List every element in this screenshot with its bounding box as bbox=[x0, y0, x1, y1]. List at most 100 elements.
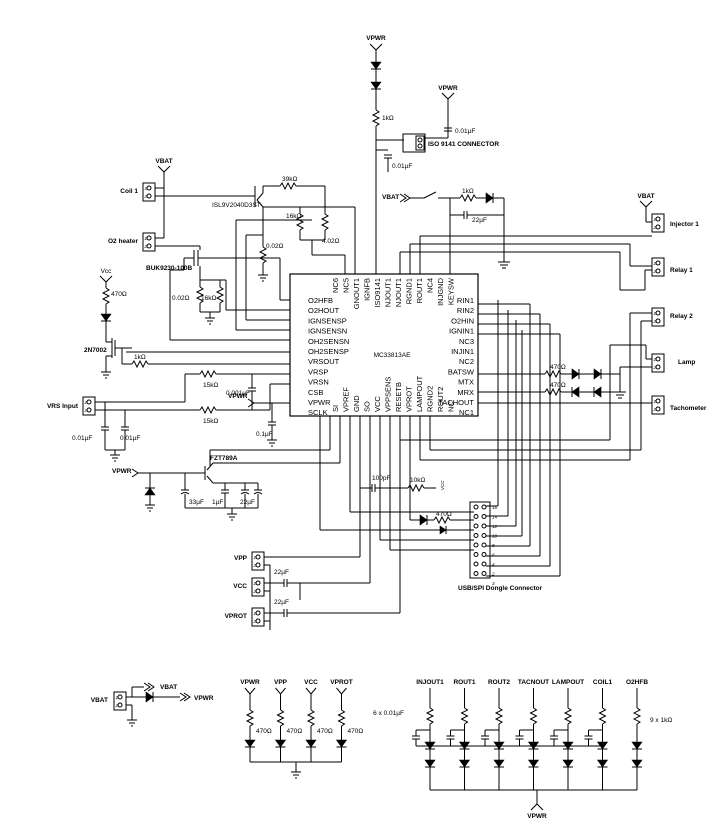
ic-pin-mrx: MRX bbox=[457, 388, 474, 397]
led-vcc bbox=[100, 313, 112, 322]
cap-array-label: 6 x 0.01µF bbox=[373, 710, 404, 717]
n2n7002-part-label: 2N7002 bbox=[84, 347, 107, 354]
led-mtx-1 bbox=[571, 368, 580, 380]
ic-pin-ignfb: IGNFB bbox=[363, 278, 372, 301]
ic-pin-vrsn: VRSN bbox=[308, 378, 329, 387]
r-470-mtx bbox=[544, 369, 562, 379]
output-led-resistor bbox=[494, 707, 504, 725]
output-led bbox=[631, 741, 643, 750]
dongle-pin bbox=[481, 523, 487, 529]
dongle-pin bbox=[473, 561, 479, 567]
ic-pin-sclk: SCLK bbox=[308, 408, 328, 417]
r-470-vcc bbox=[101, 287, 111, 305]
vcc-small-label: Vcc bbox=[101, 268, 113, 275]
led-dongle bbox=[419, 514, 428, 526]
svg-text:470Ω: 470Ω bbox=[436, 511, 452, 518]
ic-pin-mtx: MTX bbox=[458, 378, 474, 387]
usb-spi-label: USB/SPI Dongle Connector bbox=[458, 585, 543, 592]
dongle-pin bbox=[481, 552, 487, 557]
ic-pin-rout1: ROUT1 bbox=[415, 278, 424, 303]
right-connectors: VBAT Injector 1 Relay 1 Relay 2 bbox=[399, 193, 707, 577]
dongle-pin bbox=[481, 561, 487, 567]
ic-pin-njout1: NJOUT1 bbox=[394, 278, 403, 307]
ic-pin-oh2sensp: OH2SENSP bbox=[308, 347, 349, 356]
output-led bbox=[458, 759, 471, 768]
dongle-pin bbox=[481, 571, 487, 576]
supply-led bbox=[244, 739, 256, 748]
output-led-label: COIL1 bbox=[593, 679, 613, 686]
svg-text:22µF: 22µF bbox=[274, 599, 289, 606]
vpwr-bottom-label: VPWR bbox=[194, 695, 214, 702]
dongle-pin-number: 2 bbox=[491, 572, 495, 577]
vbat-conn-label: VBAT bbox=[91, 697, 108, 704]
relay1-connector bbox=[651, 257, 665, 277]
coil1-label: Coil 1 bbox=[120, 188, 138, 195]
supply-led-resistor-label: 470Ω bbox=[256, 728, 272, 735]
output-led bbox=[631, 759, 643, 768]
r-16k-a bbox=[295, 213, 305, 231]
dongle-pin bbox=[481, 504, 487, 510]
vpwr-top-arrow bbox=[369, 43, 383, 51]
r-39k bbox=[279, 181, 297, 191]
relay1-label: Relay 1 bbox=[670, 267, 693, 274]
key-switch bbox=[423, 191, 437, 199]
injector1-connector bbox=[651, 213, 665, 233]
vrs-input-label: VRS Input bbox=[47, 403, 79, 410]
ic-pin-oh2sensn: OH2SENSN bbox=[308, 337, 349, 346]
supply-led-label: VPWR bbox=[240, 679, 260, 686]
ic-pin-rin2: RIN2 bbox=[457, 306, 474, 315]
connector-pin-1: 1 bbox=[654, 261, 657, 266]
r-39k-label: 39kΩ bbox=[282, 176, 297, 183]
svg-text:0.01µF: 0.01µF bbox=[120, 435, 140, 442]
vpwr-mid-label: VPWR bbox=[228, 393, 248, 400]
lamp-label: Lamp bbox=[678, 359, 695, 366]
dongle-pin bbox=[473, 542, 479, 548]
r-470-mrx bbox=[544, 387, 562, 397]
ic-pin-iso9141: ISO9141 bbox=[373, 278, 382, 308]
ic-pin-nc5: NC5 bbox=[342, 278, 351, 293]
dongle-pin-number: 3 bbox=[492, 581, 495, 586]
o2-heater-label: O2 heater bbox=[108, 238, 138, 245]
dongle-pin bbox=[473, 523, 479, 529]
dongle-pin bbox=[473, 571, 479, 576]
ic-pin-ignsensn: IGNSENSN bbox=[308, 327, 347, 336]
vrs-input-section: VRS Input 0.01µF 0.01µF 15kΩ 15kΩ 0.001µ bbox=[47, 369, 290, 462]
svg-text:0.1µF: 0.1µF bbox=[256, 431, 273, 438]
ic-pin-vcc: VCC bbox=[373, 396, 382, 412]
diode-top-2 bbox=[370, 81, 382, 90]
led-top-1 bbox=[370, 61, 382, 70]
ic-body bbox=[289, 273, 479, 417]
ic-pin-nc2: NC2 bbox=[459, 357, 474, 366]
zener-fzt bbox=[144, 487, 156, 496]
svg-text:1kΩ: 1kΩ bbox=[462, 188, 474, 195]
ic-pin-gnout1: GNOUT1 bbox=[352, 278, 361, 309]
output-led-resistor bbox=[632, 707, 642, 725]
supply-led-resistor bbox=[245, 709, 255, 727]
supply-led-resistor bbox=[276, 709, 285, 727]
connector-pin-2: 2 bbox=[253, 563, 257, 568]
ic-pin-vppsens: VPPSENS bbox=[384, 377, 393, 412]
r-470-dongle bbox=[433, 515, 451, 525]
ic-left-pins: O2HFBO2HOUTIGNSENSPIGNSENSNOH2SENSNOH2SE… bbox=[308, 296, 349, 417]
vrs-input-connector bbox=[82, 396, 96, 416]
ic-pin-gnd: GND bbox=[352, 395, 361, 412]
ic-pin-ignin1: IGNIN1 bbox=[449, 327, 474, 336]
vpp-connector bbox=[251, 551, 265, 571]
dongle-pin bbox=[481, 542, 487, 548]
tachometer-connector bbox=[651, 395, 665, 415]
ic-pin-nc3: NC3 bbox=[459, 337, 474, 346]
vprot-label: VPROT bbox=[225, 613, 247, 620]
connector-pin-1: 1 bbox=[654, 217, 657, 222]
svg-text:22µF: 22µF bbox=[274, 569, 289, 576]
res-array-label: 9 x 1kΩ bbox=[650, 717, 672, 724]
svg-text:0.01µF: 0.01µF bbox=[455, 128, 475, 135]
connector-pin-2: 2 bbox=[253, 619, 257, 624]
tachometer-label: Tachometer bbox=[670, 405, 707, 412]
svg-text:0.001µF: 0.001µF bbox=[226, 390, 250, 397]
ic-pin-vpwr: VPWR bbox=[308, 398, 331, 407]
ic-pin-resetb: RESETB bbox=[394, 382, 403, 412]
connector-pin-1: 1 bbox=[254, 555, 257, 560]
